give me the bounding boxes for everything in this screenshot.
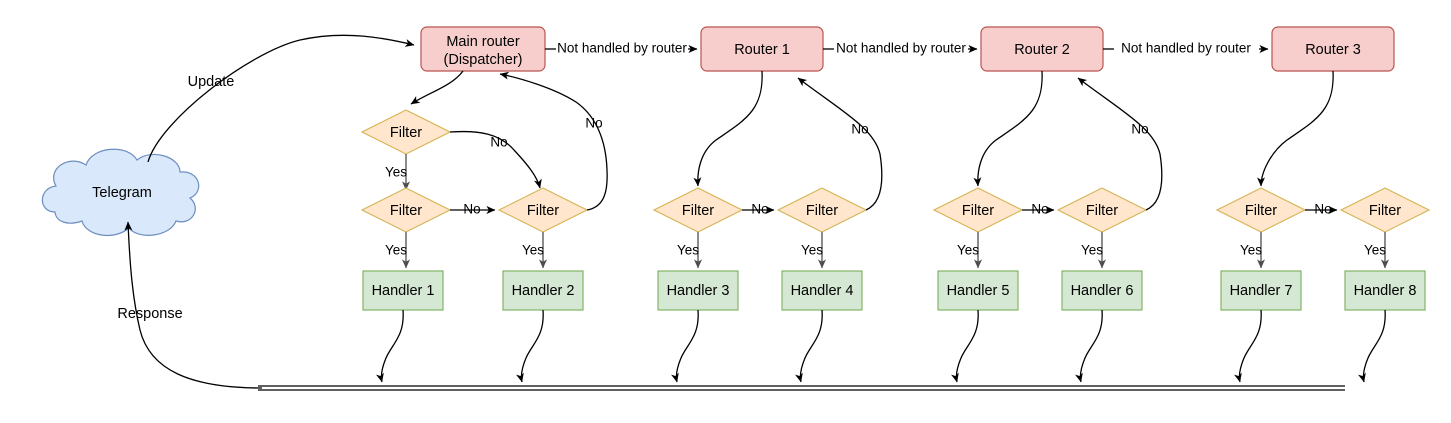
no-label-2: No <box>585 116 602 131</box>
router-2-label: Router 2 <box>1014 42 1070 58</box>
node-handler-1[interactable]: Handler 1 <box>362 270 444 311</box>
node-handler-4[interactable]: Handler 4 <box>781 270 863 311</box>
no-label-1: No <box>463 202 480 217</box>
yes-label-6: Yes <box>1081 243 1103 258</box>
handler-1-label: Handler 1 <box>372 283 435 299</box>
node-handler-3[interactable]: Handler 3 <box>657 270 739 311</box>
yes-label-4: Yes <box>801 243 823 258</box>
edge-handler-5-response <box>951 309 979 383</box>
edge-filter-0b-no-return <box>499 71 608 211</box>
node-filter-1-b[interactable]: Filter <box>776 187 868 233</box>
node-router-3[interactable]: Router 3 <box>1271 26 1395 72</box>
yes-label-8: Yes <box>1364 243 1386 258</box>
no-label-0: No <box>490 135 507 150</box>
node-handler-7[interactable]: Handler 7 <box>1220 270 1302 311</box>
edge-filter-2b-no-return <box>1077 77 1163 211</box>
handler-5-label: Handler 5 <box>947 283 1010 299</box>
edge-mainrouter-to-filter-top <box>410 70 464 105</box>
chain-label-3: Not handled by router <box>1121 41 1251 56</box>
yes-label-0: Yes <box>385 165 407 180</box>
main-router-label-line2: (Dispatcher) <box>444 52 523 68</box>
filter-3-a-label: Filter <box>1245 203 1277 219</box>
node-filter-3-a[interactable]: Filter <box>1215 187 1307 233</box>
router-3-label: Router 3 <box>1305 42 1361 58</box>
filter-2-a-label: Filter <box>962 203 994 219</box>
node-router-2[interactable]: Router 2 <box>980 26 1104 72</box>
node-handler-8[interactable]: Handler 8 <box>1344 270 1426 311</box>
chain-label-1: Not handled by router <box>557 41 687 56</box>
handler-5-box <box>937 270 1019 311</box>
edge-handler-3-response <box>671 309 699 383</box>
node-filter-2-b[interactable]: Filter <box>1056 187 1148 233</box>
node-main-router[interactable]: Main router (Dispatcher) <box>420 26 546 72</box>
filter-2-b-label: Filter <box>1086 203 1118 219</box>
yes-label-2: Yes <box>522 243 544 258</box>
telegram-cloud-node[interactable]: Telegram <box>41 148 200 237</box>
no-label-4: No <box>851 122 868 137</box>
handler-3-label: Handler 3 <box>667 283 730 299</box>
node-router-1[interactable]: Router 1 <box>700 26 824 72</box>
no-label-5: No <box>1031 202 1048 217</box>
filter-1-a-label: Filter <box>682 203 714 219</box>
handler-8-box <box>1344 270 1426 311</box>
node-handler-5[interactable]: Handler 5 <box>937 270 1019 311</box>
handler-8-label: Handler 8 <box>1354 283 1417 299</box>
no-label-6: No <box>1131 122 1148 137</box>
chain-label-2: Not handled by router <box>836 41 966 56</box>
edge-update <box>147 34 415 163</box>
cloud-shape <box>41 148 200 237</box>
edge-router3-to-filter-3a <box>1257 70 1334 187</box>
handler-6-label: Handler 6 <box>1071 283 1134 299</box>
node-handler-6[interactable]: Handler 6 <box>1061 270 1143 311</box>
filter-3-b-label: Filter <box>1369 203 1401 219</box>
node-filter-3-b[interactable]: Filter <box>1339 187 1431 233</box>
edge-filter-1b-no-return <box>797 77 883 211</box>
filter-0-b-label: Filter <box>527 203 559 219</box>
handler-7-label: Handler 7 <box>1230 283 1293 299</box>
node-filter-0-b[interactable]: Filter <box>497 187 589 233</box>
edge-router2-to-filter-2a <box>973 70 1043 187</box>
update-label: Update <box>188 74 235 90</box>
no-label-3: No <box>751 202 768 217</box>
filter-1-b-label: Filter <box>806 203 838 219</box>
response-label: Response <box>117 306 182 322</box>
handler-2-label: Handler 2 <box>512 283 575 299</box>
edge-handler-4-response <box>795 309 823 383</box>
node-filter-1-a[interactable]: Filter <box>652 187 744 233</box>
node-filter-0-a[interactable]: Filter <box>360 187 452 233</box>
edge-response <box>124 221 263 389</box>
filter-top-0-label: Filter <box>390 125 422 141</box>
main-router-label-line1: Main router <box>446 34 520 50</box>
router-1-label: Router 1 <box>734 42 790 58</box>
edge-router1-to-filter-1a <box>693 70 763 187</box>
edge-handler-1-response <box>376 309 404 383</box>
yes-label-3: Yes <box>677 243 699 258</box>
edge-filter-top0-no <box>449 130 542 189</box>
filter-0-a-label: Filter <box>390 203 422 219</box>
edge-handler-7-response <box>1234 309 1262 383</box>
yes-label-5: Yes <box>957 243 979 258</box>
edge-handler-2-response <box>516 309 544 383</box>
node-filter-top-0[interactable]: Filter <box>360 109 452 155</box>
edge-handler-8-response <box>1358 309 1386 383</box>
edge-handler-6-response <box>1075 309 1103 383</box>
yes-label-7: Yes <box>1240 243 1262 258</box>
handler-4-label: Handler 4 <box>791 283 854 299</box>
yes-label-1: Yes <box>385 243 407 258</box>
node-handler-2[interactable]: Handler 2 <box>502 270 584 311</box>
handler-1-box <box>362 270 444 311</box>
handler-6-box <box>1061 270 1143 311</box>
handler-7-box <box>1220 270 1302 311</box>
no-label-7: No <box>1314 202 1331 217</box>
node-filter-2-a[interactable]: Filter <box>932 187 1024 233</box>
telegram-label: Telegram <box>92 185 152 201</box>
